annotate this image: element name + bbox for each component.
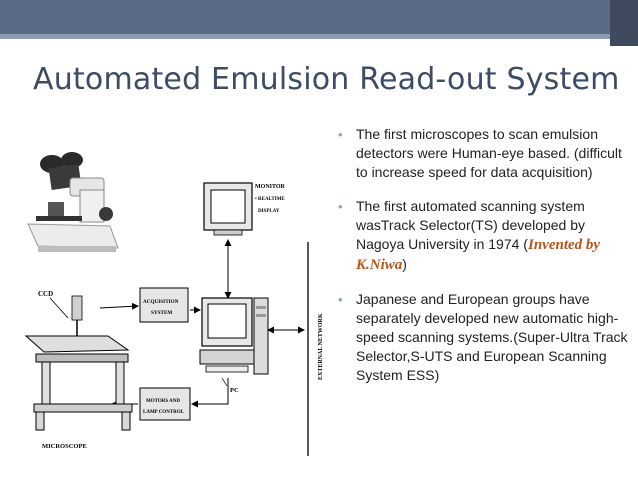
ccd-pointer xyxy=(49,297,69,319)
bullet-list: • The first microscopes to scan emulsion… xyxy=(337,125,632,400)
pc-motors-arrow xyxy=(191,378,229,408)
pc-icon xyxy=(199,297,269,375)
microscope-label: MICROSCOPE xyxy=(42,443,87,450)
pc-label: PC xyxy=(230,387,239,394)
bullet-dot-icon: • xyxy=(338,292,343,307)
bullet-text: The first microscopes to scan emulsion d… xyxy=(356,126,622,180)
bullet-item: • Japanese and European groups have sepa… xyxy=(337,290,632,385)
acquisition-label: ACQUISITION xyxy=(143,299,179,305)
scanning-microscope-icon xyxy=(24,295,133,431)
motors-label: MOTORS AND xyxy=(146,399,180,404)
bullet-item: • The first automated scanning system wa… xyxy=(337,197,632,275)
display-label: DISPLAY xyxy=(258,209,280,214)
pc-pointer xyxy=(221,377,228,387)
bullet-item: • The first microscopes to scan emulsion… xyxy=(337,125,632,182)
microscope-photo-icon xyxy=(27,152,119,252)
motors-lamp-control-box xyxy=(139,387,191,421)
diagram-svg: MONITOR • REALTIME DISPLAY CCD ACQUISITI… xyxy=(24,152,324,456)
bullet-dot-icon: • xyxy=(338,199,343,214)
acquisition-label-2: SYSTEM xyxy=(151,310,172,316)
slide-title: Automated Emulsion Read-out System xyxy=(33,62,620,97)
readout-system-diagram: MONITOR • REALTIME DISPLAY CCD ACQUISITI… xyxy=(22,150,332,460)
lamp-control-label: LAMP CONTROL xyxy=(143,410,185,415)
bullet-text: Japanese and European groups have separa… xyxy=(356,291,628,383)
realtime-label: • REALTIME xyxy=(255,197,285,202)
monitor-label: MONITOR xyxy=(255,184,286,190)
ccd-label: CCD xyxy=(38,290,53,298)
top-bar-stripe xyxy=(0,34,638,39)
inventor-highlight: Invented by K.Niwa xyxy=(356,237,601,273)
top-bar-corner xyxy=(610,0,638,46)
bullet-text: The first automated scanning system wasT… xyxy=(356,198,586,252)
bullet-dot-icon: • xyxy=(338,127,343,142)
ccd-acquisition-arrow xyxy=(99,302,139,310)
external-network-label: EXTERNAL NETWORK xyxy=(318,313,324,380)
top-bar xyxy=(0,0,638,34)
acquisition-system-box xyxy=(139,287,189,323)
bullet-text-tail: ) xyxy=(402,256,407,272)
monitor-icon xyxy=(203,182,253,236)
